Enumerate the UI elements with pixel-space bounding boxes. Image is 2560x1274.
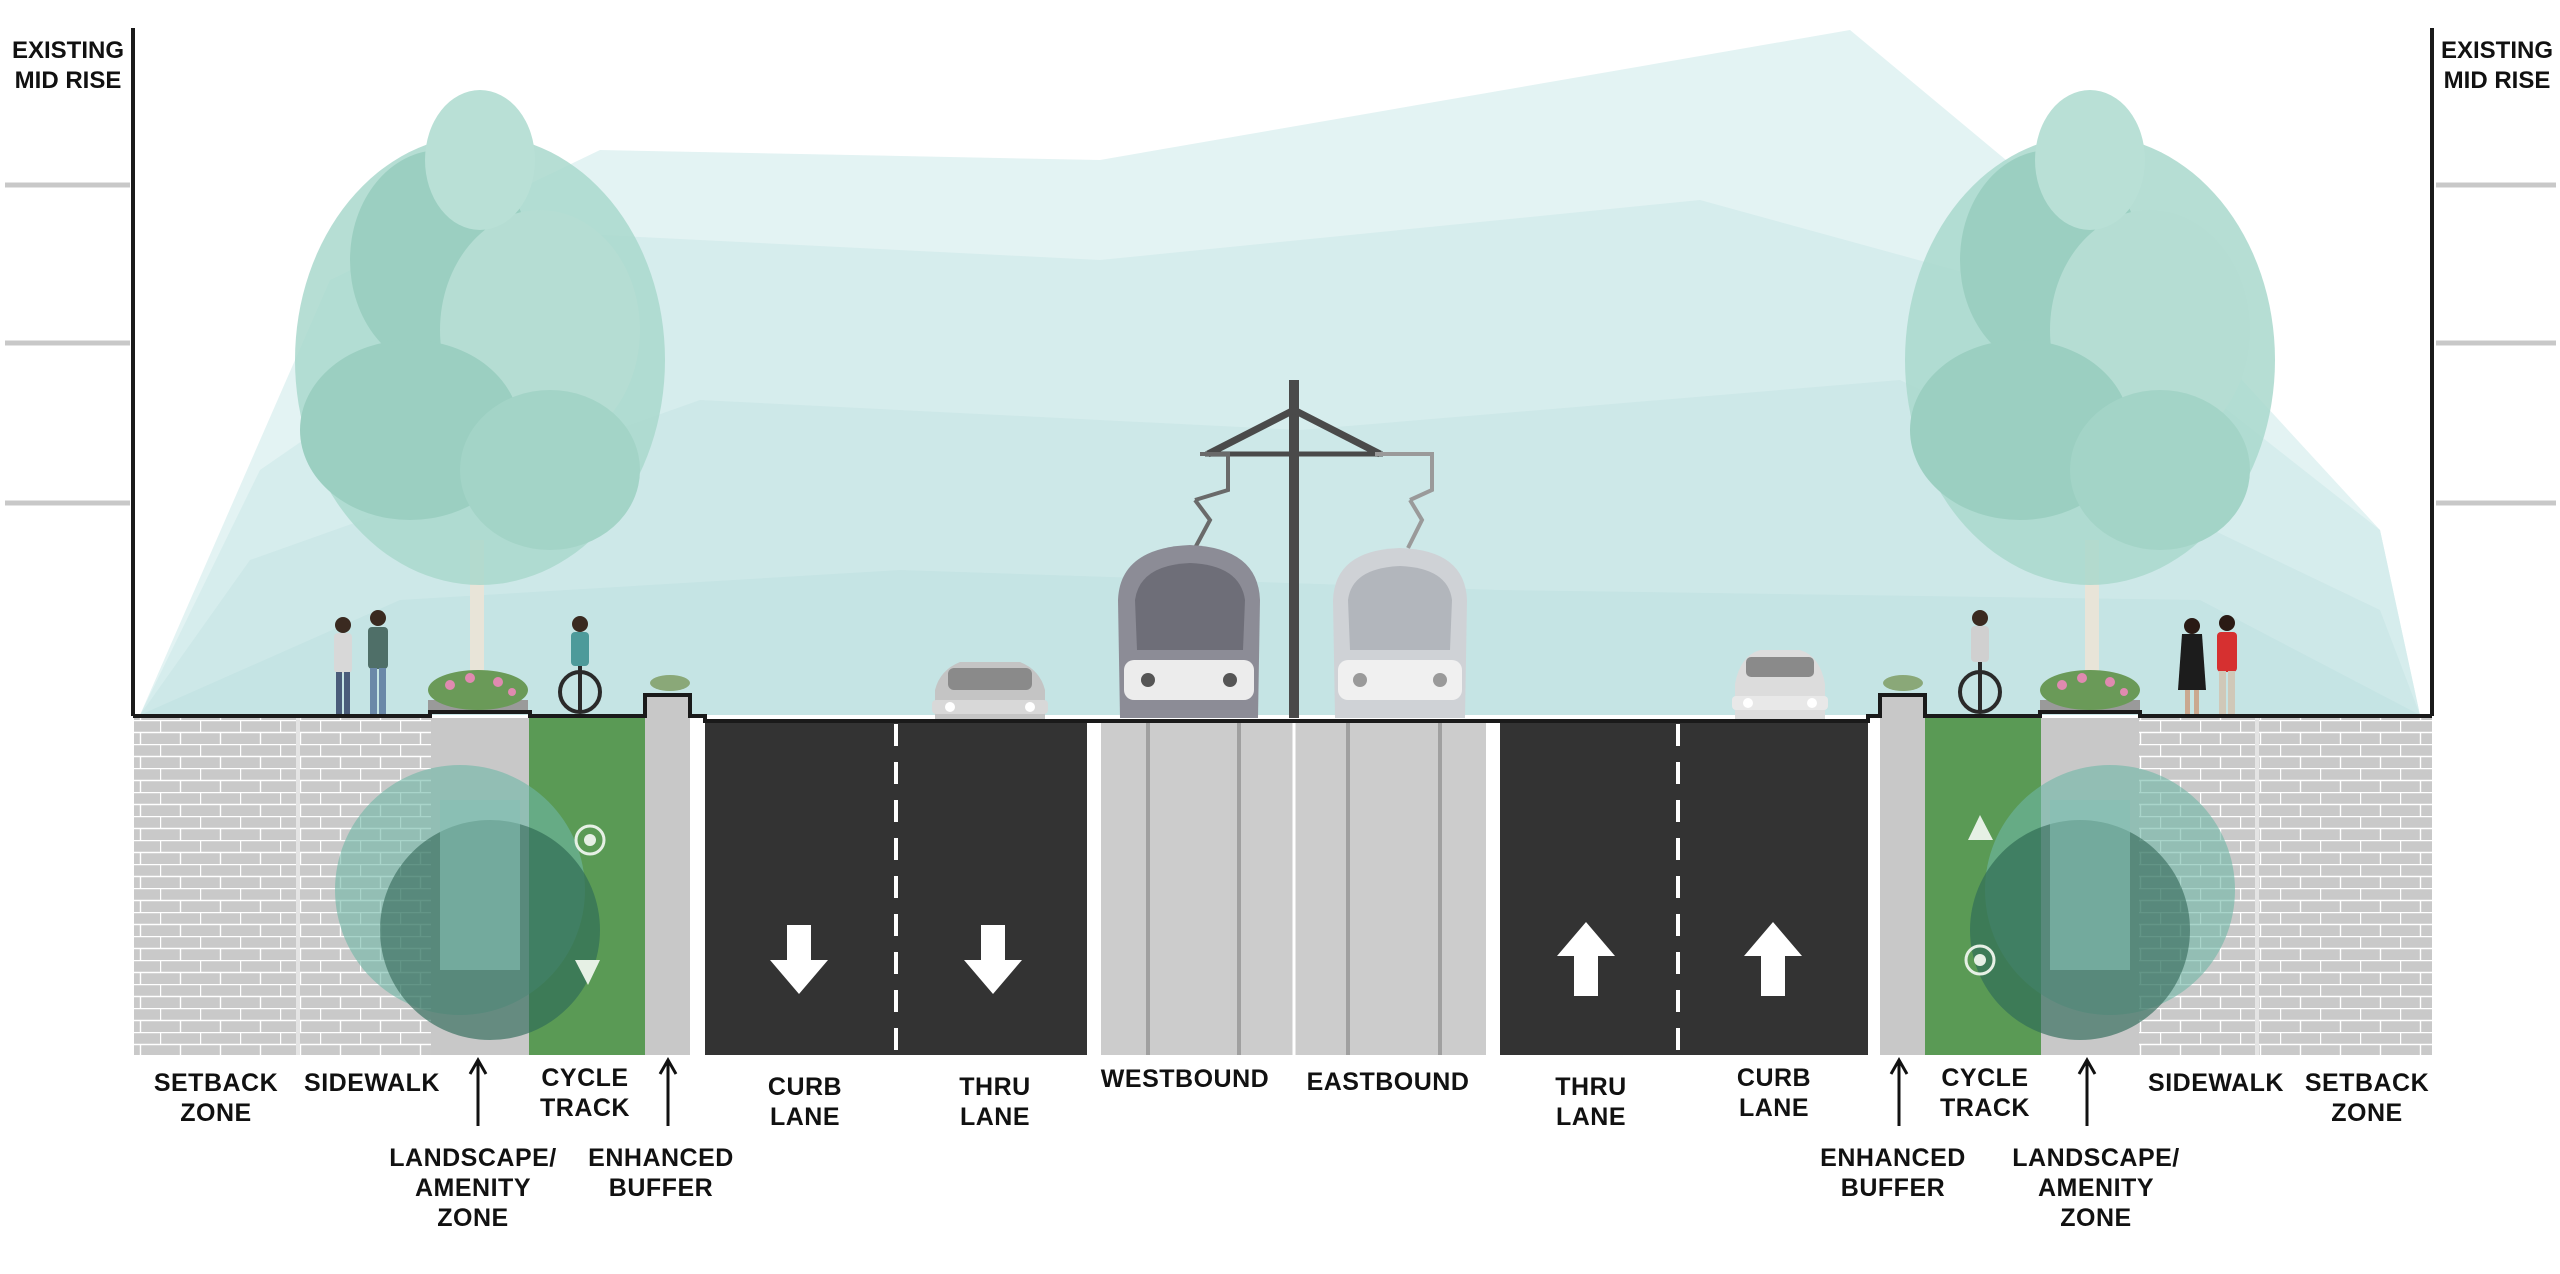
zone-label-setback-left: SETBACK ZONE <box>153 1069 279 1127</box>
zone-label-thru-left: THRU LANE <box>959 1073 1031 1131</box>
zone-label-eastbound: EASTBOUND <box>1306 1068 1470 1096</box>
lane-arrow-down-icon <box>770 925 828 994</box>
zone-label-buffer-right: ENHANCED BUFFER <box>1820 1144 1966 1202</box>
zone-label-landscape-right: LANDSCAPE/ AMENITY ZONE <box>2012 1144 2180 1232</box>
buffer-right-curb <box>1880 697 1925 1055</box>
lane-arrow-up-icon <box>1744 922 1802 996</box>
lane-arrow-up-icon <box>1557 922 1615 996</box>
zone-label-buffer-left: ENHANCED BUFFER <box>588 1144 734 1202</box>
tree-icon <box>295 90 665 700</box>
zone-label-curb-right: CURB LANE <box>1736 1064 1812 1122</box>
pointer-arrow-icon <box>2077 1056 2097 1126</box>
tree-canopy-plan-right <box>1964 765 2235 1040</box>
pointer-arrow-icon <box>468 1056 488 1126</box>
zone-label-sidewalk-left: SIDEWALK <box>304 1069 440 1097</box>
car-icon <box>932 662 1048 720</box>
pointer-arrow-icon <box>1889 1056 1909 1126</box>
zone-label-setback-right: SETBACK ZONE <box>2304 1069 2430 1127</box>
cyclist-icon <box>1958 610 2002 714</box>
roadway-eastbound-lanes <box>1500 722 1868 1055</box>
planter-icon <box>650 675 1923 691</box>
pedestrian-icon <box>2178 615 2237 714</box>
zone-label-sidewalk-right: SIDEWALK <box>2148 1069 2284 1097</box>
cyclist-icon <box>558 616 602 714</box>
building-label-left: EXISTING MID RISE <box>11 37 125 94</box>
zone-label-curb-left: CURB LANE <box>767 1073 843 1131</box>
tree-icon <box>1905 90 2275 700</box>
building-label-right: EXISTING MID RISE <box>2440 37 2554 94</box>
streetcar-icon <box>1333 452 1467 718</box>
car-icon <box>1732 650 1828 720</box>
lane-arrow-down-icon <box>964 925 1022 994</box>
tree-canopy-plan-left <box>335 765 606 1040</box>
zone-label-cycle-left: CYCLE TRACK <box>540 1064 630 1122</box>
setback-zone-right-paving <box>2259 718 2432 1055</box>
buffer-left-curb <box>645 697 690 1055</box>
pointer-arrow-icon <box>658 1056 678 1126</box>
zone-label-thru-right: THRU LANE <box>1555 1073 1627 1131</box>
sky-background <box>140 30 2420 715</box>
building-left <box>0 28 135 718</box>
setback-zone-left-paving <box>134 718 296 1055</box>
catenary-pole-icon <box>1205 380 1383 718</box>
planter-icon <box>428 670 528 714</box>
zone-label-cycle-right: CYCLE TRACK <box>1940 1064 2030 1122</box>
planter-icon <box>2040 670 2140 714</box>
pedestrian-icon <box>334 610 388 714</box>
building-right <box>2430 28 2560 718</box>
zone-label-landscape-left: LANDSCAPE/ AMENITY ZONE <box>389 1144 557 1232</box>
streetcar-icon <box>1118 452 1260 718</box>
zone-label-westbound: WESTBOUND <box>1100 1065 1270 1093</box>
